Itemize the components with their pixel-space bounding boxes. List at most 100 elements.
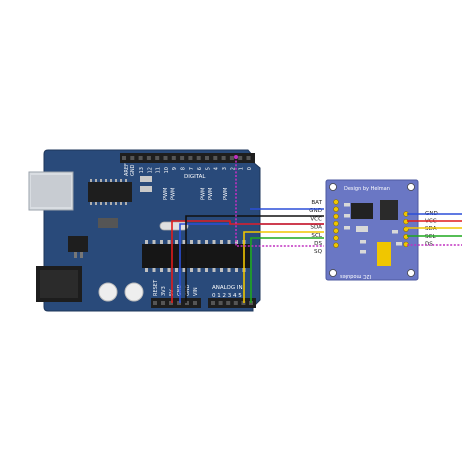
digital-pin-label: 9 — [172, 167, 178, 170]
chip-pin — [175, 240, 178, 244]
header-hole — [153, 301, 157, 305]
chip-pin — [197, 240, 201, 244]
module-left-pin-label: DS — [314, 241, 322, 247]
gnd-label-top: GND — [130, 164, 136, 176]
chip-pin — [175, 268, 178, 272]
header-hole — [196, 156, 201, 160]
header-hole — [180, 156, 185, 160]
usb-connector-icon — [28, 171, 74, 211]
smd-component — [360, 250, 366, 254]
header-hole — [213, 156, 218, 160]
chip-pin — [220, 240, 223, 244]
module-pad-left — [333, 213, 339, 220]
power-pin-label: GND — [185, 284, 191, 296]
module-footer: I2C modules — [340, 273, 371, 279]
power-pin-label: VIN — [193, 287, 199, 296]
smd-component — [140, 186, 152, 192]
digital-pin-label: 12 — [147, 167, 153, 173]
header-hole — [233, 301, 238, 305]
digital-pin-label: 0 — [247, 167, 253, 170]
header-hole — [163, 156, 168, 160]
digital-label: DIGITAL — [184, 174, 206, 180]
digital-pin-label: 5 — [205, 167, 211, 170]
wire-ds — [235, 157, 462, 247]
capacitor-2 — [124, 282, 144, 302]
digital-pin-label: 7 — [189, 167, 195, 170]
smd-component — [140, 176, 152, 182]
header-hole — [229, 156, 234, 160]
power-pin-label: 3V3 — [161, 286, 167, 296]
header-hole — [122, 156, 126, 160]
chip-pin — [212, 268, 216, 272]
chip-pin — [167, 268, 171, 272]
module-pad-left — [333, 242, 339, 248]
digital-pin-label: 2 — [230, 167, 236, 170]
chip-pin — [145, 268, 148, 272]
digital-pin-label: 4 — [214, 167, 220, 170]
module-left-pin-label: GND — [309, 208, 322, 214]
module-left-pin-label: BAT — [311, 200, 322, 206]
module-left-pin-label: SCL — [311, 233, 322, 239]
eeprom-chip — [380, 200, 398, 220]
header-hole — [218, 301, 223, 305]
digital-pin-label: 6 — [197, 167, 203, 170]
chip-pin — [190, 268, 193, 272]
wire-sda — [243, 227, 462, 303]
digital-pin-label: 1 — [239, 167, 245, 170]
capacitor-1 — [98, 282, 118, 302]
smd-component — [344, 226, 350, 230]
wires — [171, 157, 462, 303]
module-right-pin-label: SDA — [425, 226, 437, 232]
chip-pin — [212, 240, 216, 244]
usb-interface-chip — [88, 179, 132, 205]
header-hole — [185, 301, 189, 305]
digital-pin-label: 8 — [181, 167, 187, 170]
header-hole — [130, 156, 135, 160]
rtc-module: Design by Helman I2C modules BATGNDVCCSD… — [309, 179, 438, 281]
module-left-pin-label: VCC — [310, 216, 322, 222]
header-hole — [226, 301, 231, 305]
header-hole — [138, 156, 143, 160]
header-hole — [146, 156, 151, 160]
chip-pin — [182, 268, 186, 272]
chip-pin — [160, 268, 163, 272]
ds1307-rtc-chip-icon — [351, 203, 373, 219]
analog-pin-numbers: 0 1 2 3 4 5 — [212, 293, 242, 299]
chip-pin — [145, 240, 148, 244]
header-hole — [238, 156, 243, 160]
chip-pin — [220, 268, 223, 272]
reset-button — [98, 218, 118, 228]
header-hole — [161, 301, 165, 305]
digital-pin-label: 3 — [222, 167, 228, 170]
module-pad-left — [333, 206, 339, 212]
module-pad-right — [403, 234, 409, 240]
chip-pin — [235, 240, 238, 244]
smd-component — [344, 203, 350, 207]
chip-pin — [167, 240, 171, 244]
digital-pin-label: 13 — [139, 167, 145, 173]
module-pad-left — [333, 228, 339, 234]
module-left-pin-label: SDA — [310, 225, 322, 231]
chip-pin — [205, 240, 208, 244]
chip-pin — [227, 240, 231, 244]
microcontroller-chip-icon — [142, 240, 250, 272]
power-header — [151, 298, 201, 308]
analog-in-label: ANALOG IN — [212, 285, 243, 291]
header-hole — [221, 156, 226, 160]
chip-pin — [197, 268, 201, 272]
module-left-pin-label: SQ — [314, 249, 323, 255]
header-hole — [177, 301, 181, 305]
chip-pin — [182, 240, 186, 244]
analog-header — [208, 298, 256, 308]
header-hole — [193, 301, 197, 305]
digital-pin-label: 11 — [156, 167, 162, 173]
smd-component — [344, 214, 350, 218]
power-jack-icon — [36, 266, 82, 302]
header-hole — [246, 156, 251, 160]
chip-pin — [152, 240, 156, 244]
smd-component — [396, 242, 402, 246]
pwm-label: PWM — [223, 188, 229, 200]
digital-pin-label: 10 — [164, 167, 170, 173]
aref-label: AREF — [124, 163, 130, 176]
